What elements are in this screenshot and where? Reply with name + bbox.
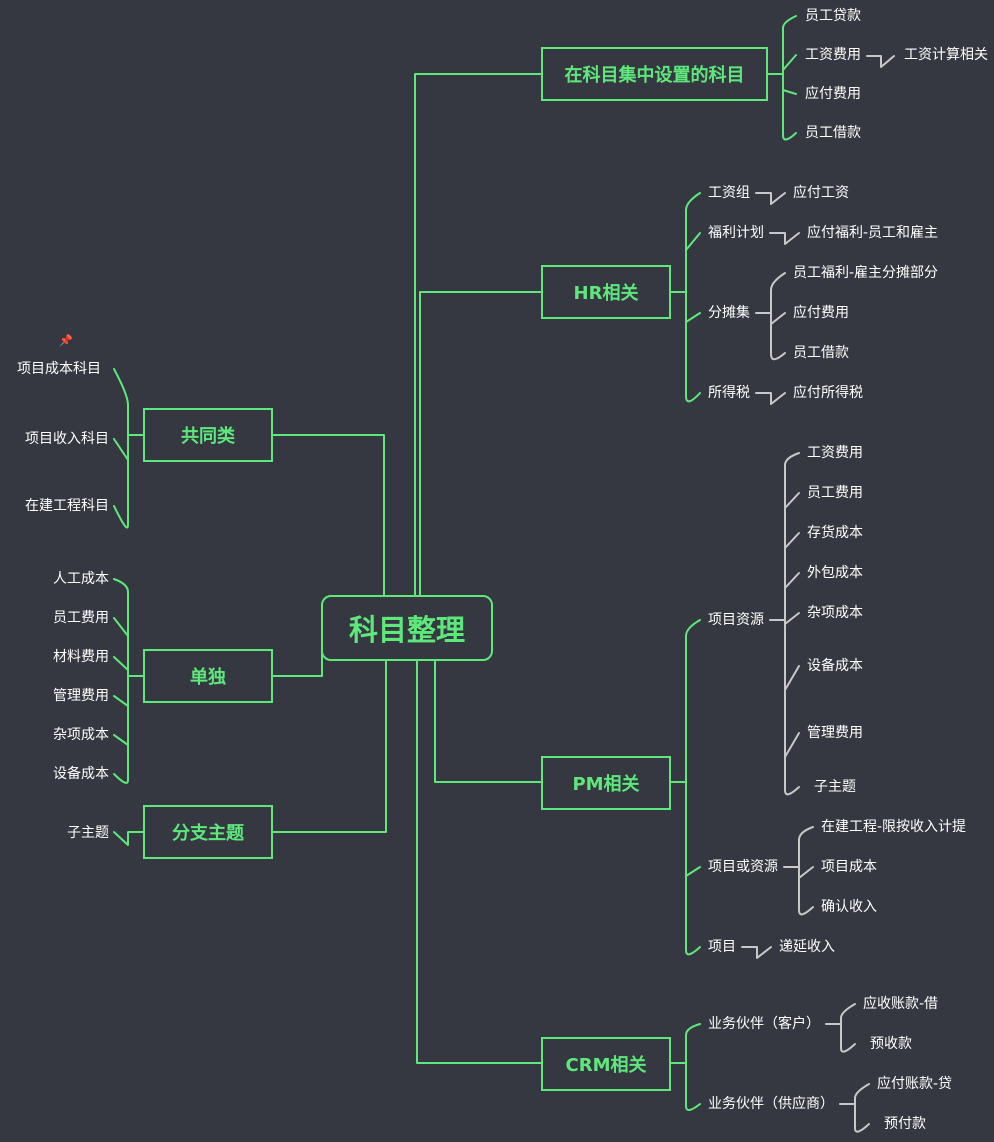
branch-sub-topic[interactable]: 分支主题: [143, 805, 273, 859]
crm-item-supplier-partner[interactable]: 业务伙伴（供应商）: [708, 1096, 834, 1112]
pm-item-project[interactable]: 项目: [708, 939, 736, 955]
pm-resource-outsourcing-cost[interactable]: 外包成本: [807, 565, 863, 581]
hr-sub-payable-income-tax[interactable]: 应付所得税: [793, 385, 863, 401]
pm-resource-inventory-cost[interactable]: 存货成本: [807, 525, 863, 541]
connector-pm: [434, 659, 543, 783]
single-item-admin-expense[interactable]: 管理费用: [53, 688, 109, 704]
crm-item-customer-partner[interactable]: 业务伙伴（客户）: [708, 1016, 820, 1032]
central-topic[interactable]: 科目整理: [321, 595, 493, 661]
crm-customer-advance-receipt[interactable]: 预收款: [870, 1036, 912, 1052]
pm-resource-misc-cost[interactable]: 杂项成本: [807, 605, 863, 621]
pm-resource-salary-expense[interactable]: 工资费用: [807, 445, 863, 461]
pm-item-project-or-resource[interactable]: 项目或资源: [708, 859, 778, 875]
crm-supplier-payable[interactable]: 应付账款-贷: [877, 1076, 953, 1092]
pm-resource-admin-expense[interactable]: 管理费用: [807, 725, 863, 741]
sub-item-sub-topic[interactable]: 子主题: [67, 825, 109, 841]
connector-hr: [419, 291, 543, 596]
hr-sub-employee-borrowing[interactable]: 员工借款: [793, 345, 849, 361]
connector-crm: [416, 659, 543, 1064]
common-item-wip-account[interactable]: 在建工程科目: [25, 498, 109, 514]
hr-item-income-tax[interactable]: 所得税: [708, 385, 750, 401]
pushpin-icon: 📌: [59, 334, 73, 347]
connector-set: [414, 73, 543, 596]
pm-resource-equipment-cost[interactable]: 设备成本: [807, 658, 863, 674]
hr-item-benefit-plan[interactable]: 福利计划: [708, 225, 764, 241]
crm-customer-receivable[interactable]: 应收账款-借: [863, 996, 939, 1012]
pm-item-project-resource[interactable]: 项目资源: [708, 612, 764, 628]
hr-sub-employer-benefit-share[interactable]: 员工福利-雇主分摊部分: [793, 265, 939, 281]
set-item-payable-expense[interactable]: 应付费用: [805, 86, 861, 102]
pm-resource-employee-expense[interactable]: 员工费用: [807, 485, 863, 501]
single-item-equipment-cost[interactable]: 设备成本: [53, 766, 109, 782]
single-item-employee-expense[interactable]: 员工费用: [53, 610, 109, 626]
branch-hr[interactable]: HR相关: [541, 265, 671, 319]
single-item-labor-cost[interactable]: 人工成本: [53, 571, 109, 587]
pm-either-project-cost[interactable]: 项目成本: [821, 859, 877, 875]
single-item-misc-cost[interactable]: 杂项成本: [53, 727, 109, 743]
pm-either-recognized-revenue[interactable]: 确认收入: [821, 899, 877, 915]
pm-resource-sub-topic[interactable]: 子主题: [814, 779, 856, 795]
branch-single[interactable]: 单独: [143, 649, 273, 703]
branch-set-in-account-set[interactable]: 在科目集中设置的科目: [541, 47, 768, 101]
pm-project-deferred-revenue[interactable]: 递延收入: [779, 939, 835, 955]
single-item-material-expense[interactable]: 材料费用: [53, 649, 109, 665]
hr-sub-payable-benefits[interactable]: 应付福利-员工和雇主: [807, 225, 939, 241]
set-item-employee-loan[interactable]: 员工贷款: [805, 8, 861, 24]
branch-pm[interactable]: PM相关: [541, 756, 671, 810]
set-sub-payroll-related[interactable]: 工资计算相关: [904, 47, 988, 63]
common-item-project-revenue-account[interactable]: 项目收入科目: [25, 431, 109, 447]
hr-sub-payable-wages[interactable]: 应付工资: [793, 185, 849, 201]
set-item-salary-expense[interactable]: 工资费用: [805, 47, 861, 63]
connector-sub: [271, 659, 387, 833]
hr-item-allocation-set[interactable]: 分摊集: [708, 305, 750, 321]
crm-supplier-prepayment[interactable]: 预付款: [884, 1116, 926, 1132]
common-item-project-cost-account[interactable]: 项目成本科目: [17, 361, 101, 377]
pm-either-wip-revenue[interactable]: 在建工程-限按收入计提: [821, 819, 967, 835]
connector-common: [271, 434, 385, 596]
set-item-employee-borrowing[interactable]: 员工借款: [805, 125, 861, 141]
branch-crm[interactable]: CRM相关: [541, 1037, 671, 1091]
hr-sub-payable-expense[interactable]: 应付费用: [793, 305, 849, 321]
hr-item-payroll-group[interactable]: 工资组: [708, 185, 750, 201]
branch-common[interactable]: 共同类: [143, 408, 273, 462]
connector-single: [271, 644, 323, 677]
